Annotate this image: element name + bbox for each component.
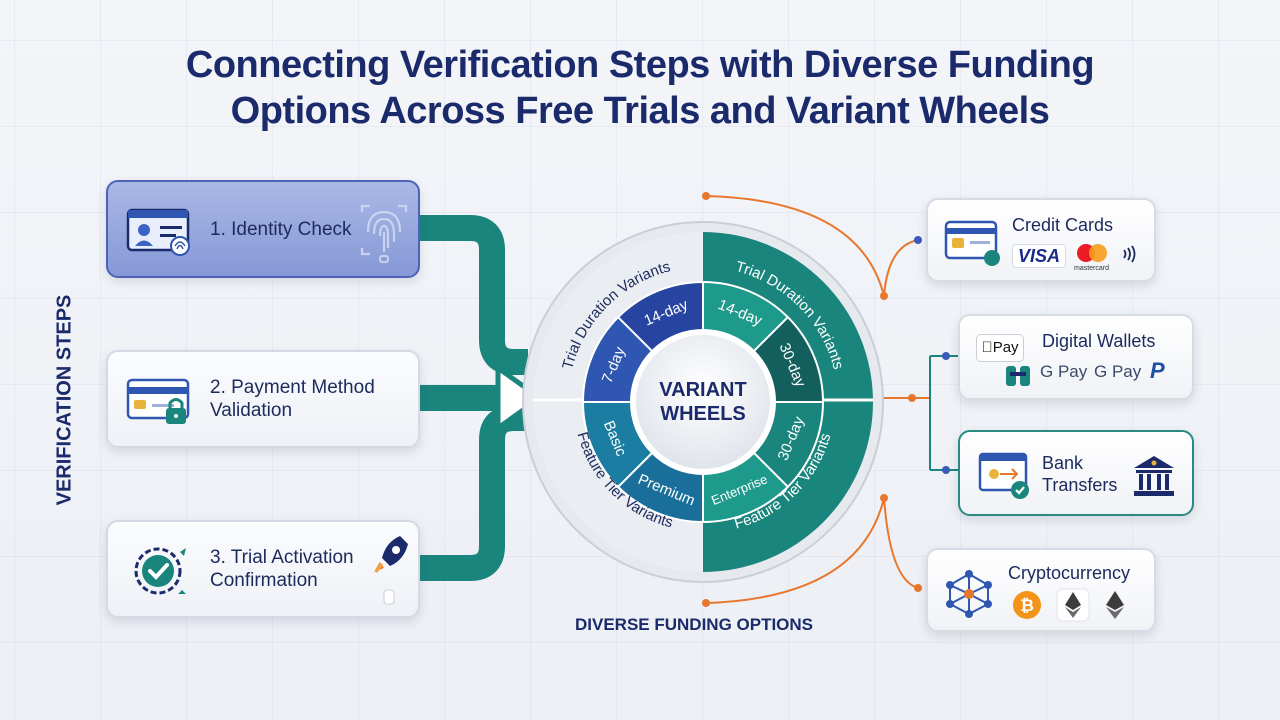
title-line-1: Connecting Verification Steps with Diver… [185,44,1095,86]
bank-transfers-title: Bank Transfers [1042,452,1117,496]
paypal-logo: P [1150,358,1165,383]
ethereum-icon-2 [1106,591,1124,619]
fingerprint-icon [360,204,408,263]
funding-line-bottom [705,497,885,604]
step-3-label-line-1: 3. Trial Activation [210,547,354,568]
bank-transfers-title-line-2: Transfers [1042,475,1118,495]
cryptocurrency-title: Cryptocurrency [1008,563,1131,583]
funding-credit-cards[interactable]: Credit Cards VISA mastercard [926,198,1156,282]
step-2-label-line-2: Validation [210,400,293,421]
bank-transfer-icon [978,452,1029,499]
contactless-icon [1123,245,1136,263]
wheel-center-line-1: VARIANT [659,379,746,401]
step-1-label: 1. Identity Check [210,218,352,240]
digital-wallets-title: Digital Wallets [1042,331,1156,351]
funding-line-crypto [883,497,919,589]
funding-cryptocurrency[interactable]: Cryptocurrency ₿ [926,548,1156,632]
id-card-fingerprint-icon [126,208,190,256]
blockchain-network-icon [946,570,992,618]
page-title: Connecting Verification Steps with Diver… [100,42,1180,134]
step-2-label-line-1: 2. Payment Method [210,377,375,398]
visa-logo: VISA [1012,244,1066,268]
google-pay-logo-2: G Pay [1094,362,1142,381]
credit-card-icon [944,220,1000,266]
step-3-label-line-2: Confirmation [210,570,318,591]
step-identity-check[interactable]: 1. Identity Check [106,180,420,278]
svg-text:₿: ₿ [1020,596,1034,615]
bitcoin-icon: ₿ [1013,591,1041,619]
wheel-center-line-2: WHEELS [660,403,746,425]
apple-pay-label: Pay [987,339,1019,356]
flow-arrow-step3 [420,405,528,581]
google-pay-logo-1: G Pay [1040,362,1088,381]
rocket-icon [374,536,408,605]
title-line-2: Options Across Free Trials and Variant W… [230,90,1050,132]
wheel-hub [630,329,776,475]
funding-digital-wallets[interactable]: Pay Digital Wallets G Pay G Pay P [958,314,1194,400]
diverse-funding-options-label: DIVERSE FUNDING OPTIONS [575,615,814,634]
credit-cards-title: Credit Cards [1012,215,1114,235]
variant-wheel: 14-day30-day30-dayEnterprisePremiumBasic… [522,221,884,583]
apple-pay-logo: Pay [976,334,1024,362]
ethereum-icon [1056,588,1090,622]
mastercard-logo [1077,244,1107,262]
flow-arrowhead [495,365,543,431]
wallet-icon [1006,366,1030,386]
card-lock-icon [126,378,190,424]
bank-building-icon [1134,456,1174,496]
check-gear-icon [134,547,186,595]
bank-transfers-title-line-1: Bank [1042,453,1084,473]
step-payment-method-validation[interactable]: 2. Payment Method Validation [106,350,420,448]
funding-line-top [705,195,885,297]
funding-line-cards [883,239,919,297]
funding-bank-transfers[interactable]: Bank Transfers [958,430,1194,516]
step-trial-activation-confirmation[interactable]: 3. Trial Activation Confirmation [106,520,420,618]
mastercard-label: mastercard [1074,265,1110,272]
flow-arrow-step1 [420,215,528,375]
